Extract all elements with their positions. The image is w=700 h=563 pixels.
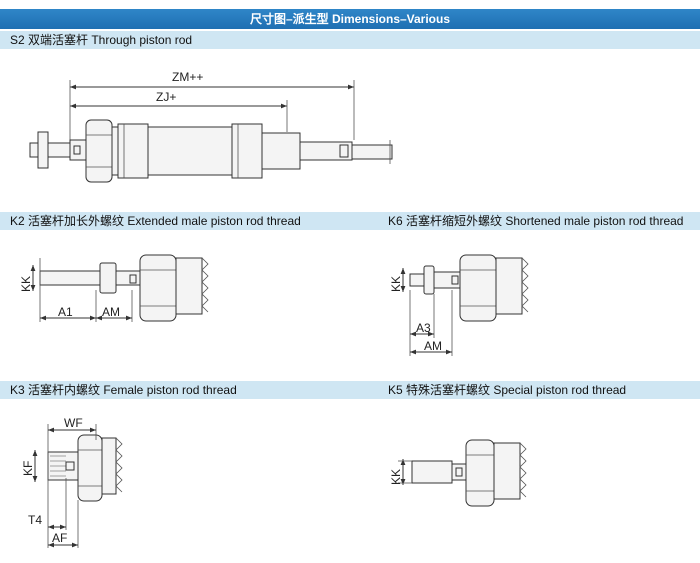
k5-drawing: KK (389, 439, 527, 507)
s2-zj-label: ZJ+ (156, 90, 176, 104)
section-label-k3: K3 活塞杆内螺纹 Female piston rod thread (10, 383, 237, 397)
k2-kk-label: KK (19, 276, 33, 292)
section-label-k6: K6 活塞杆缩短外螺纹 Shortened male piston rod th… (388, 214, 684, 228)
k6-am-label: AM (424, 339, 442, 353)
section-label-k2: K2 活塞杆加长外螺纹 Extended male piston rod thr… (10, 214, 301, 228)
section-band-k2-k6: K2 活塞杆加长外螺纹 Extended male piston rod thr… (0, 212, 700, 230)
k5-kk-label: KK (389, 469, 403, 485)
section-label-s2: S2 双端活塞杆 Through piston rod (10, 33, 193, 47)
s2-zm-label: ZM++ (172, 70, 203, 84)
k6-kk-label: KK (389, 276, 403, 292)
section-band-k3-k5: K3 活塞杆内螺纹 Female piston rod thread K5 特殊… (0, 381, 700, 399)
k3-t4-label: T4 (28, 513, 42, 527)
k3-kf-label: KF (21, 461, 35, 476)
k3-drawing: WF KF T4 AF (21, 416, 123, 548)
section-label-k5: K5 特殊活塞杆螺纹 Special piston rod thread (388, 383, 627, 397)
k2-am-label: AM (102, 305, 120, 319)
k3-wf-label: WF (64, 416, 83, 430)
s2-drawing: ZM++ ZJ+ (29, 70, 393, 183)
section-band-s2: S2 双端活塞杆 Through piston rod (0, 31, 700, 49)
k2-drawing: A1 AM KK (19, 254, 209, 322)
k3-af-label: AF (52, 531, 67, 545)
k6-a3-label: A3 (416, 321, 431, 335)
k2-a1-label: A1 (58, 305, 73, 319)
page-title: 尺寸图–派生型 Dimensions–Various (0, 9, 700, 29)
k6-drawing: A3 AM KK (389, 254, 529, 356)
